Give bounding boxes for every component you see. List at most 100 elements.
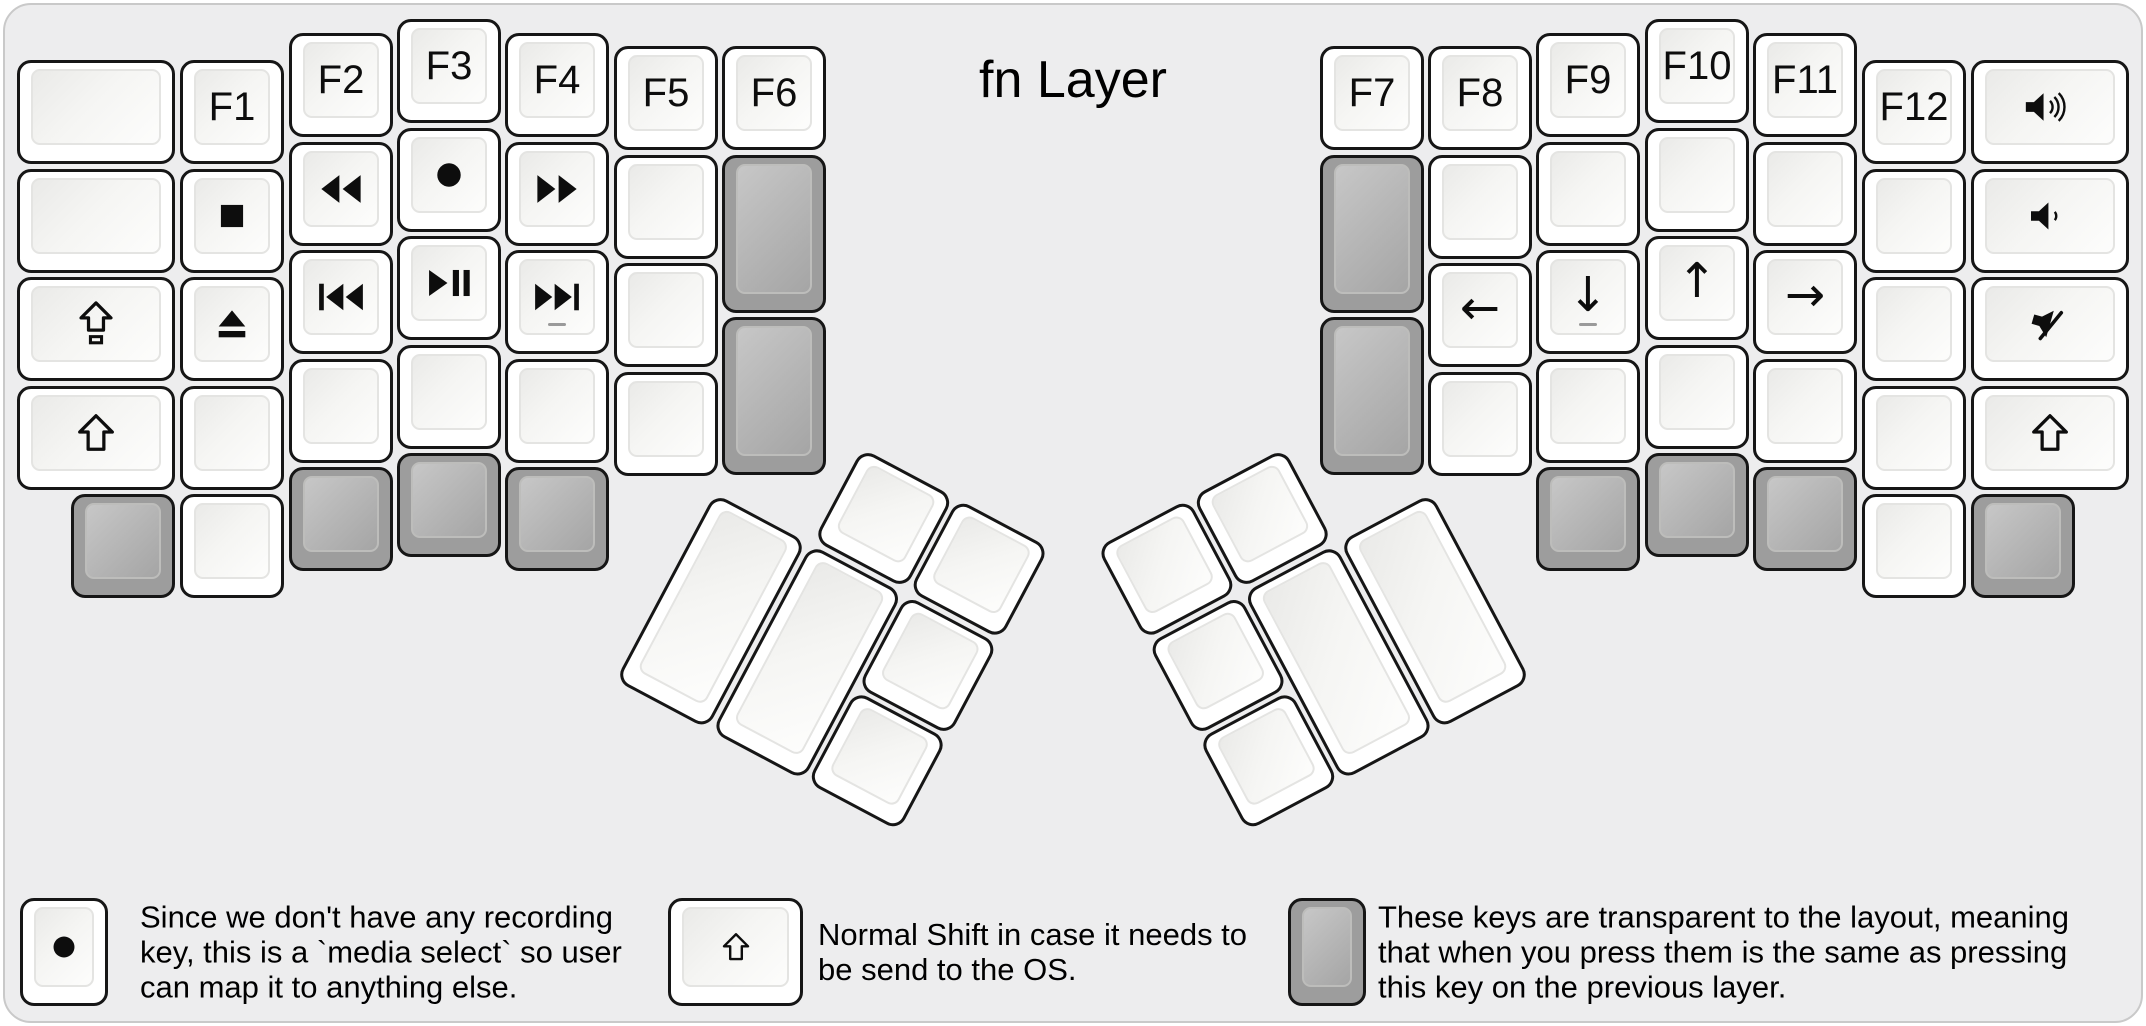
keycap: [1767, 476, 1843, 552]
key-blank: [397, 345, 501, 449]
key-blank: [180, 386, 284, 490]
keycap: [1767, 151, 1843, 227]
key-transparent: [289, 467, 393, 571]
record-icon: [430, 156, 468, 194]
key-mute: [1971, 277, 2129, 381]
keycap: F10: [1659, 28, 1735, 104]
legend-normal-shift-key-sample: [668, 898, 803, 1006]
key-f8: F8: [1428, 46, 1532, 150]
keycap: [878, 609, 982, 713]
key-volume-up: [1971, 60, 2129, 164]
key-play-pause: [397, 236, 501, 340]
next-track-icon: [532, 279, 582, 315]
key-blank: [1753, 142, 1857, 246]
keycap: [1442, 381, 1518, 457]
keycap: [519, 476, 595, 552]
key-stop: [180, 169, 284, 273]
key-arrow-right-label: →: [1784, 267, 1826, 323]
key-transparent: [1753, 467, 1857, 571]
key-f12: F12: [1862, 60, 1966, 164]
keycap: [519, 151, 595, 227]
key-blank: [180, 494, 284, 598]
key-transparent: [722, 155, 826, 313]
keycap: [1985, 503, 2061, 579]
key-f10: F10: [1645, 19, 1749, 123]
keycap: [31, 395, 161, 471]
legend-transparent-keys-text: These keys are transparent to the layout…: [1378, 899, 2070, 1005]
legend-normal-shift-text: Normal Shift in case it needs to be send…: [818, 917, 1248, 987]
rewind-icon: [318, 171, 364, 207]
key-blank: [1428, 372, 1532, 476]
key-arrow-down-label: ↓: [1567, 267, 1609, 323]
key-blank: [17, 60, 175, 164]
keycap: F2: [303, 42, 379, 118]
keycap: [1659, 137, 1735, 213]
key-prev-track: [289, 250, 393, 354]
key-blank: [1753, 359, 1857, 463]
shift-icon: [73, 410, 119, 456]
keycap: F4: [519, 42, 595, 118]
keycap: [1767, 368, 1843, 444]
keycap: F7: [1334, 55, 1410, 131]
key-blank: [1862, 169, 1966, 273]
key-blank: [1862, 277, 1966, 381]
keycap: [1876, 395, 1952, 471]
key-arrow-up: ↑: [1645, 236, 1749, 340]
eject-icon: [211, 303, 253, 345]
volume-up-icon: [2021, 87, 2079, 127]
keycap: [1985, 178, 2115, 254]
key-f12-label: F12: [1879, 85, 1949, 129]
keycap: [682, 907, 789, 987]
key-f9-label: F9: [1564, 58, 1612, 102]
key-f2-label: F2: [317, 58, 365, 102]
key-transparent: [1320, 317, 1424, 475]
legend-transparent-keys-key-sample: [1288, 898, 1366, 1006]
keycap: [1876, 286, 1952, 362]
key-shift: [1971, 386, 2129, 490]
key-transparent: [722, 317, 826, 475]
key-eject: [180, 277, 284, 381]
key-blank: [614, 155, 718, 259]
record-icon: [47, 930, 81, 964]
key-f9: F9: [1536, 33, 1640, 137]
keycap: [85, 503, 161, 579]
key-f4-label: F4: [533, 58, 581, 102]
keycap: F3: [411, 28, 487, 104]
play-pause-icon: [426, 265, 472, 301]
keycap: [303, 259, 379, 335]
key-arrow-right: →: [1753, 250, 1857, 354]
keycap: [1334, 164, 1410, 294]
keycap: [1215, 704, 1318, 808]
key-transparent: [71, 494, 175, 598]
keycap: ←: [1442, 272, 1518, 348]
keycap: F6: [736, 55, 812, 131]
key-transparent: [1320, 155, 1424, 313]
key-rewind: [289, 142, 393, 246]
keycap: [1985, 395, 2115, 471]
keycap: [411, 354, 487, 430]
key-transparent: [1971, 494, 2075, 598]
prev-track-icon: [316, 279, 366, 315]
key-f3-label: F3: [425, 44, 473, 88]
keycap: ↑: [1659, 245, 1735, 321]
keycap: [1985, 69, 2115, 145]
key-blank: [505, 359, 609, 463]
key-blank: [17, 169, 175, 273]
key-blank: [289, 359, 393, 463]
keycap: [1550, 476, 1626, 552]
key-blank: [1428, 155, 1532, 259]
key-f5: F5: [614, 46, 718, 150]
mute-icon: [2025, 303, 2075, 345]
key-f1: F1: [180, 60, 284, 164]
keycap: [1550, 151, 1626, 227]
keycap: F9: [1550, 42, 1626, 118]
keycap: [736, 164, 812, 294]
key-fast-forward: [505, 142, 609, 246]
key-f8-label: F8: [1456, 71, 1504, 115]
legend-media-select-key-sample: [20, 898, 108, 1006]
keycap: [194, 178, 270, 254]
keycap: [1550, 368, 1626, 444]
keycap: [519, 368, 595, 444]
key-arrow-left-label: ←: [1459, 280, 1501, 336]
key-f6-label: F6: [750, 71, 798, 115]
